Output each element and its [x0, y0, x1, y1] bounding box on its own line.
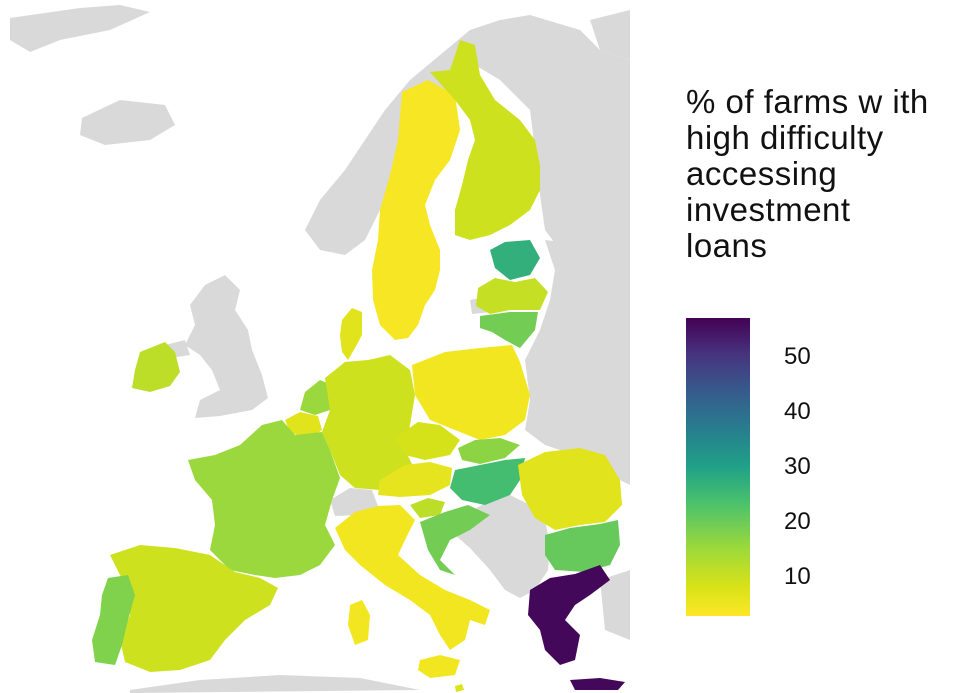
country-latvia	[476, 278, 548, 314]
country-slovakia	[458, 438, 520, 464]
country-denmark	[340, 308, 362, 360]
country-ireland	[132, 342, 180, 392]
country-netherlands	[300, 380, 332, 415]
legend-tick-label: 50	[784, 342, 811, 370]
country-sicily	[418, 655, 460, 678]
legend-tick-label: 20	[784, 508, 811, 536]
country-greece	[528, 565, 610, 665]
country-hungary	[450, 458, 525, 505]
country-romania	[518, 448, 622, 530]
legend-tick-label: 40	[784, 397, 811, 425]
country-lithuania	[480, 312, 538, 348]
legend-title: % of farms w ith high difficulty accessi…	[686, 83, 929, 264]
country-sweden	[372, 80, 460, 340]
country-germany	[322, 355, 415, 490]
legend: % of farms w ith high difficulty accessi…	[686, 83, 976, 616]
country-slovenia	[410, 498, 445, 518]
legend-tick-label: 10	[784, 563, 811, 591]
country-bulgaria	[545, 520, 620, 572]
country-croatia	[420, 505, 490, 575]
country-spain	[110, 545, 278, 672]
legend-tick-label: 30	[784, 453, 811, 480]
country-belgium	[285, 412, 322, 440]
country-italy	[335, 505, 490, 650]
country-malta	[455, 684, 464, 692]
background-land	[10, 5, 630, 693]
country-poland	[412, 345, 530, 440]
country-estonia	[490, 240, 540, 280]
country-france	[188, 420, 340, 578]
country-portugal	[92, 575, 135, 665]
country-austria	[378, 462, 452, 497]
country-finland	[430, 40, 540, 240]
country-czechia	[395, 422, 460, 460]
country-sardinia	[348, 600, 370, 645]
legend-colorbar	[686, 318, 750, 616]
eu-countries	[92, 40, 625, 692]
europe-map	[10, 5, 630, 693]
country-crete	[570, 678, 625, 690]
